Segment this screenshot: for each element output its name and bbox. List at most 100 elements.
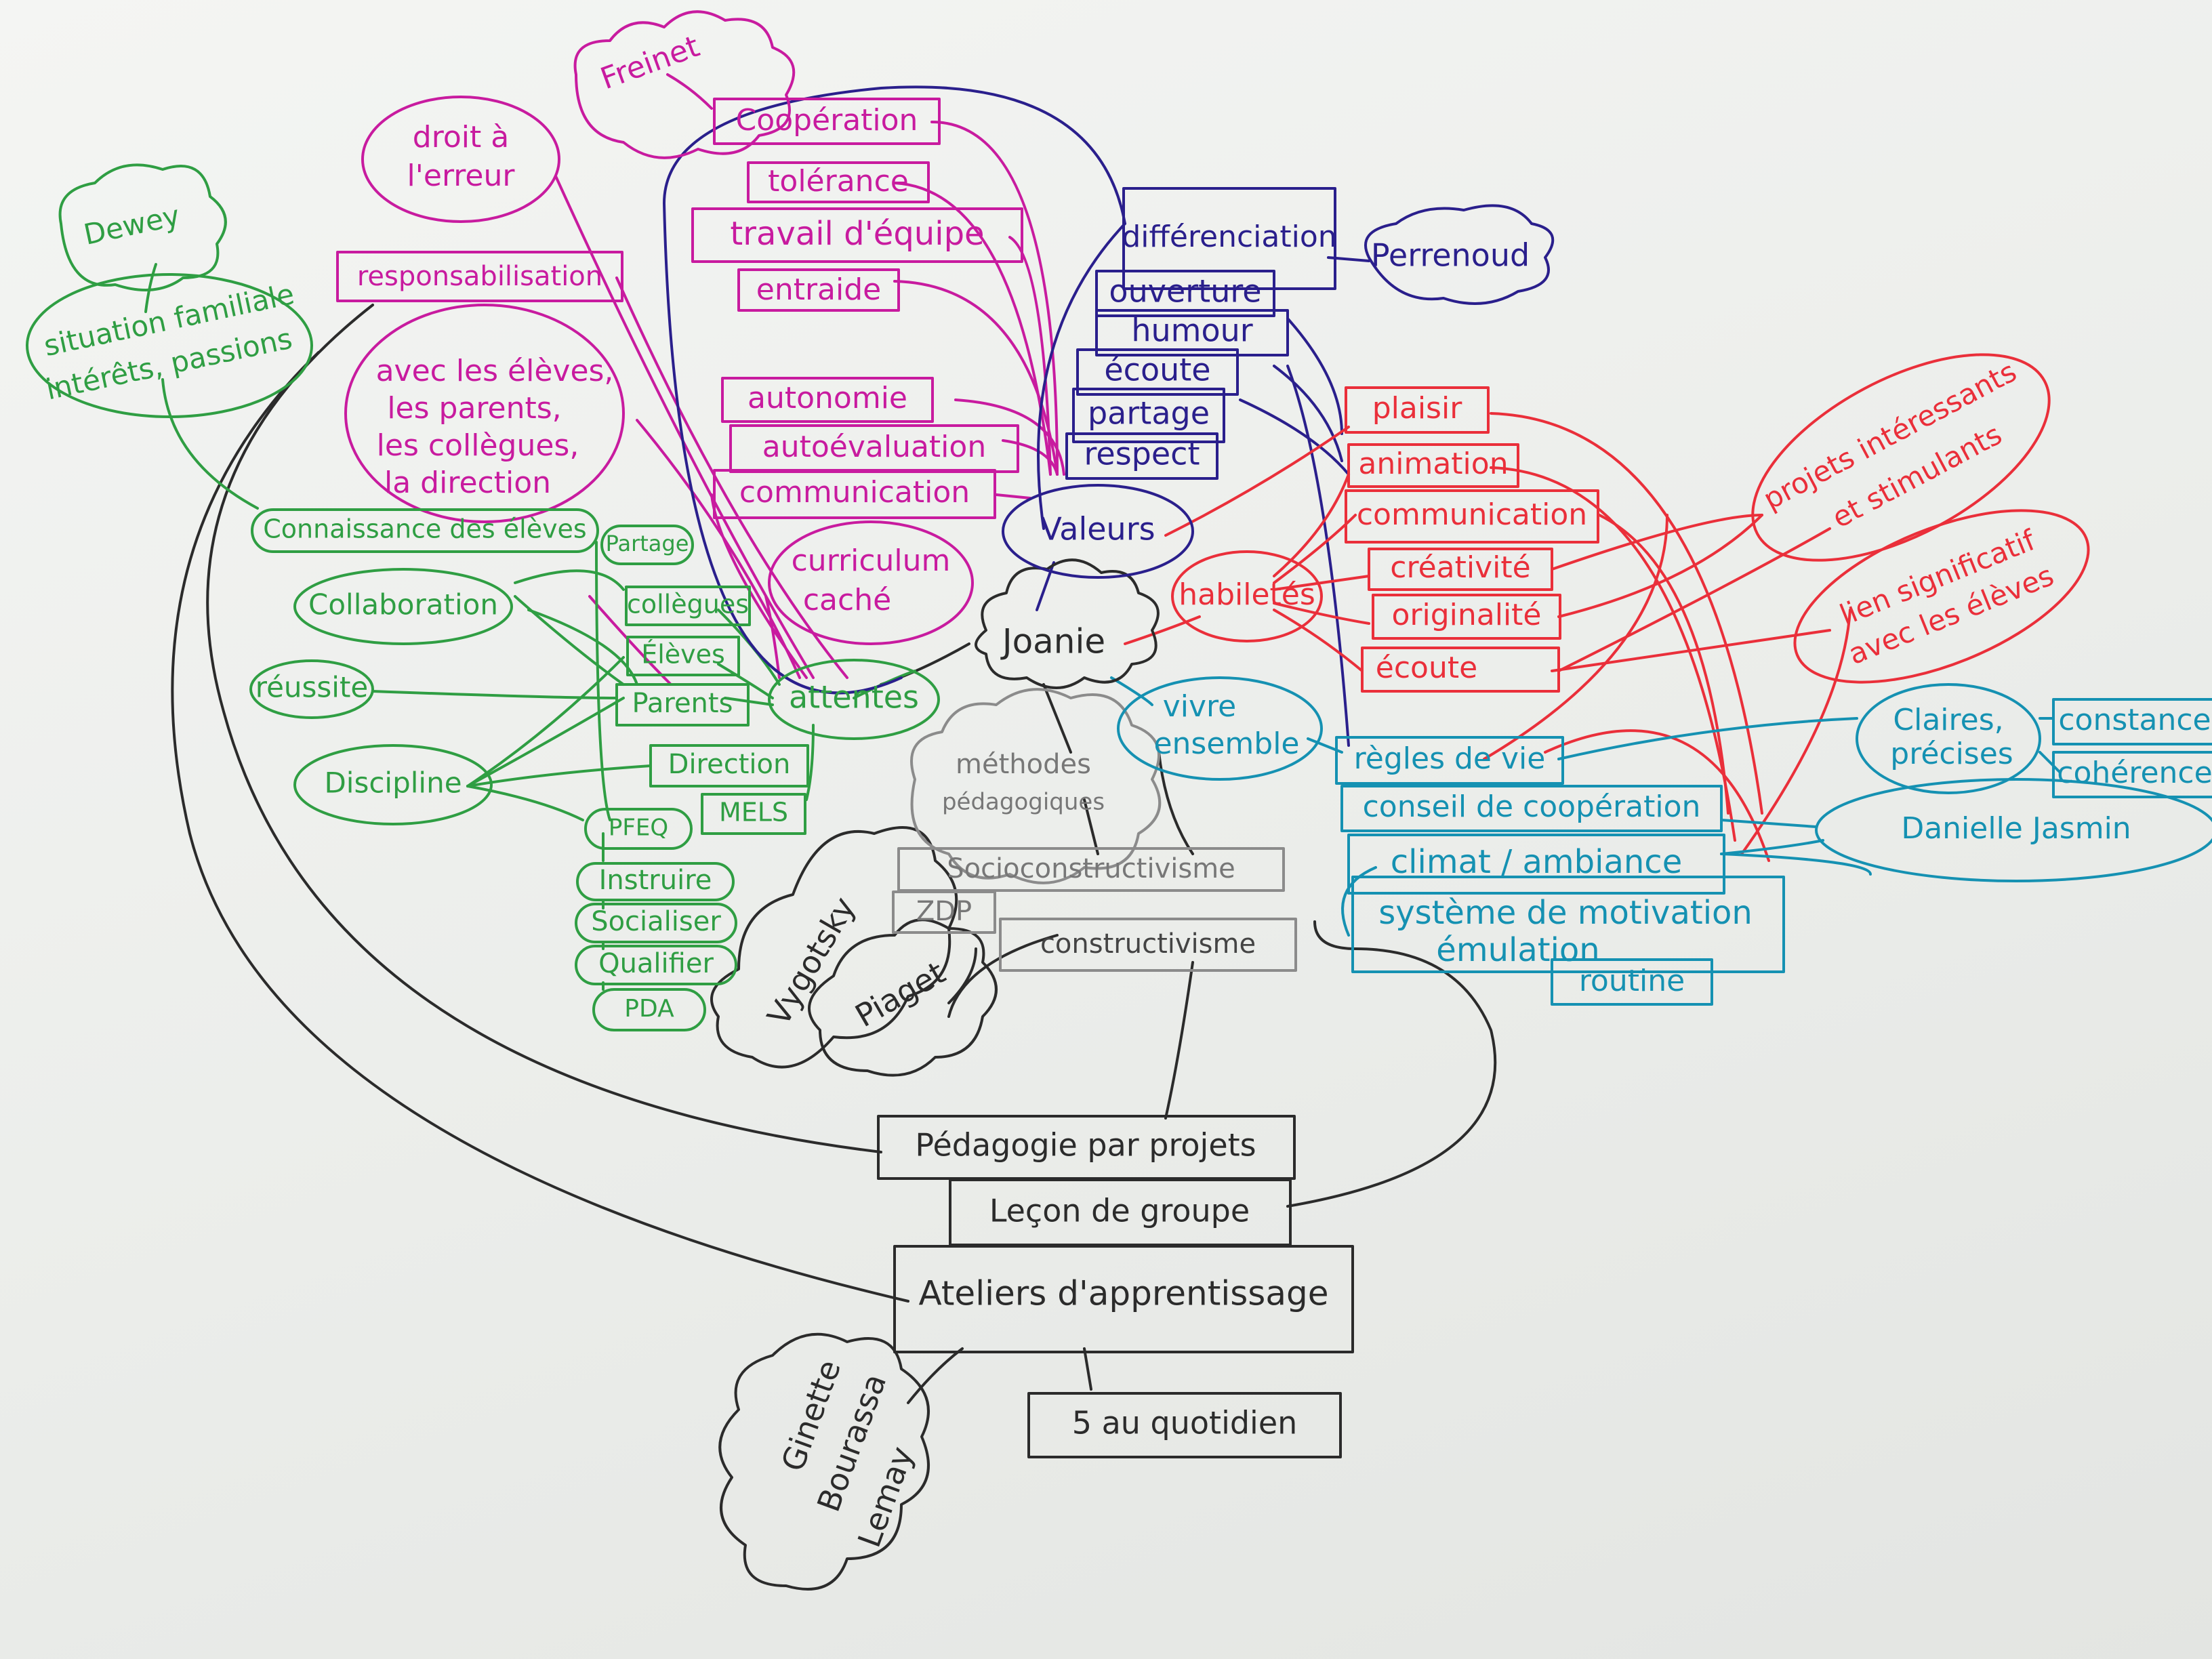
discipline-label: Discipline (324, 766, 462, 800)
attentes-oval (768, 659, 940, 740)
pda-label: PDA (624, 995, 674, 1023)
pedagogie-projets-label: Pédagogie par projets (915, 1127, 1256, 1164)
constance-label: constance (2058, 703, 2211, 737)
reussite-oval (249, 659, 374, 719)
teal-connectors (1110, 676, 2062, 937)
collegues-box (625, 586, 751, 626)
dewey-label: Dewey (81, 199, 182, 251)
conseil-label: conseil de coopération (1363, 790, 1701, 824)
droit-erreur-oval (361, 96, 560, 223)
claires-label-1: Claires, (1893, 703, 2003, 737)
partage-g-label: Partage (606, 531, 689, 556)
ecoute-r-label: écoute (1376, 651, 1477, 685)
joanie-label: Joanie (1000, 622, 1105, 661)
claires-label-2: précises (1890, 737, 2013, 771)
cooperation-box (713, 98, 941, 145)
qualifier-box (575, 945, 737, 985)
vivre-label-1: vivre (1163, 689, 1237, 724)
systeme-label-2: émulation (1436, 931, 1599, 969)
creativite-box (1368, 548, 1553, 591)
lecon-groupe-label: Leçon de groupe (989, 1193, 1250, 1229)
socialiser-box (575, 903, 737, 943)
joanie-cloud (975, 558, 1160, 689)
curriculum-label-1: curriculum (792, 544, 951, 578)
climat-box (1347, 834, 1725, 895)
collaboration-oval (293, 568, 513, 645)
valeurs-oval (1002, 484, 1194, 579)
constance-box (2052, 698, 2212, 745)
socioconstructivisme-label: Socioconstructivisme (947, 853, 1235, 884)
mels-label: MELS (719, 798, 788, 827)
magenta-connectors (554, 73, 1065, 686)
pfeq-label: PFEQ (609, 815, 668, 842)
perrenoud-label: Perrenoud (1371, 237, 1530, 274)
constructivisme-label: constructivisme (1040, 928, 1256, 960)
danielle-label: Danielle Jasmin (1901, 811, 2131, 846)
dewey-cloud (58, 163, 227, 291)
coherence-box (2052, 751, 2212, 798)
communication-r-label: communication (1357, 497, 1587, 532)
communication-r-box (1345, 489, 1599, 544)
avec-label-3: les collègues, (377, 428, 579, 463)
mels-box (701, 793, 806, 835)
instruire-label: Instruire (599, 865, 712, 896)
discipline-oval (293, 744, 493, 825)
ateliers-box (893, 1245, 1354, 1353)
instruire-box (576, 862, 735, 901)
routine-box (1551, 958, 1713, 1006)
black-connectors (171, 304, 1497, 1404)
travail-equipe-box (691, 207, 1023, 263)
collaboration-label: Collaboration (308, 588, 498, 621)
methodes-cloud (910, 688, 1162, 884)
responsabilisation-box (336, 251, 623, 302)
socioconstructivisme-box (897, 847, 1285, 892)
avec-label-4: la direction (384, 466, 551, 500)
red-connectors (1124, 412, 1851, 862)
situation-oval (26, 273, 313, 418)
direction-label: Direction (668, 749, 791, 780)
ateliers-label: Ateliers d'apprentissage (919, 1274, 1329, 1313)
partage-n-label: partage (1088, 395, 1210, 432)
ecoute-n-box (1076, 348, 1239, 396)
ouverture-label: ouverture (1109, 273, 1261, 310)
respect-label: respect (1084, 436, 1200, 472)
regles-box (1335, 736, 1564, 785)
constructivisme-box (999, 918, 1297, 972)
tolerance-label: tolérance (768, 164, 909, 199)
connaissance-box (251, 508, 599, 553)
tolerance-box (747, 161, 930, 203)
methodes-label-1: méthodes (956, 749, 1091, 780)
vivre-oval (1117, 676, 1323, 781)
attentes-label: attentes (789, 679, 919, 716)
coherence-label: cohérence (2057, 756, 2212, 790)
droit-erreur-label-2: l'erreur (407, 159, 516, 193)
zdp-label: ZDP (916, 896, 972, 927)
pda-box (592, 988, 706, 1031)
navy-connectors (662, 85, 1370, 747)
vivre-label-2: ensemble (1153, 726, 1299, 761)
ouverture-box (1095, 270, 1275, 317)
communication-m-label: communication (739, 475, 970, 510)
avec-oval (344, 304, 625, 523)
eleves-box (626, 636, 740, 676)
humour-box (1095, 309, 1289, 356)
collegues-label: collègues (627, 590, 749, 619)
cinq-quotidien-label: 5 au quotidien (1072, 1405, 1298, 1441)
avec-label-2: les parents, (387, 391, 561, 426)
partage-n-box (1072, 388, 1225, 443)
direction-box (649, 744, 809, 787)
climat-label: climat / ambiance (1391, 843, 1682, 881)
creativite-label: créativité (1390, 550, 1530, 585)
connaissance-label: Connaissance des élèves (263, 514, 586, 544)
originalite-box (1372, 594, 1561, 640)
vygotsky-cloud (710, 826, 958, 1069)
methodes-label-2: pédagogiques (942, 789, 1105, 816)
travail-equipe-label: travail d'équipe (730, 215, 984, 253)
droit-erreur-label-1: droit à (413, 120, 509, 155)
eleves-label: Élèves (641, 640, 725, 670)
differenciation-box (1122, 187, 1336, 290)
autonomie-box (721, 377, 934, 423)
communication-m-box (713, 469, 996, 519)
vygotsky-label: Vygotsky (760, 890, 862, 1031)
